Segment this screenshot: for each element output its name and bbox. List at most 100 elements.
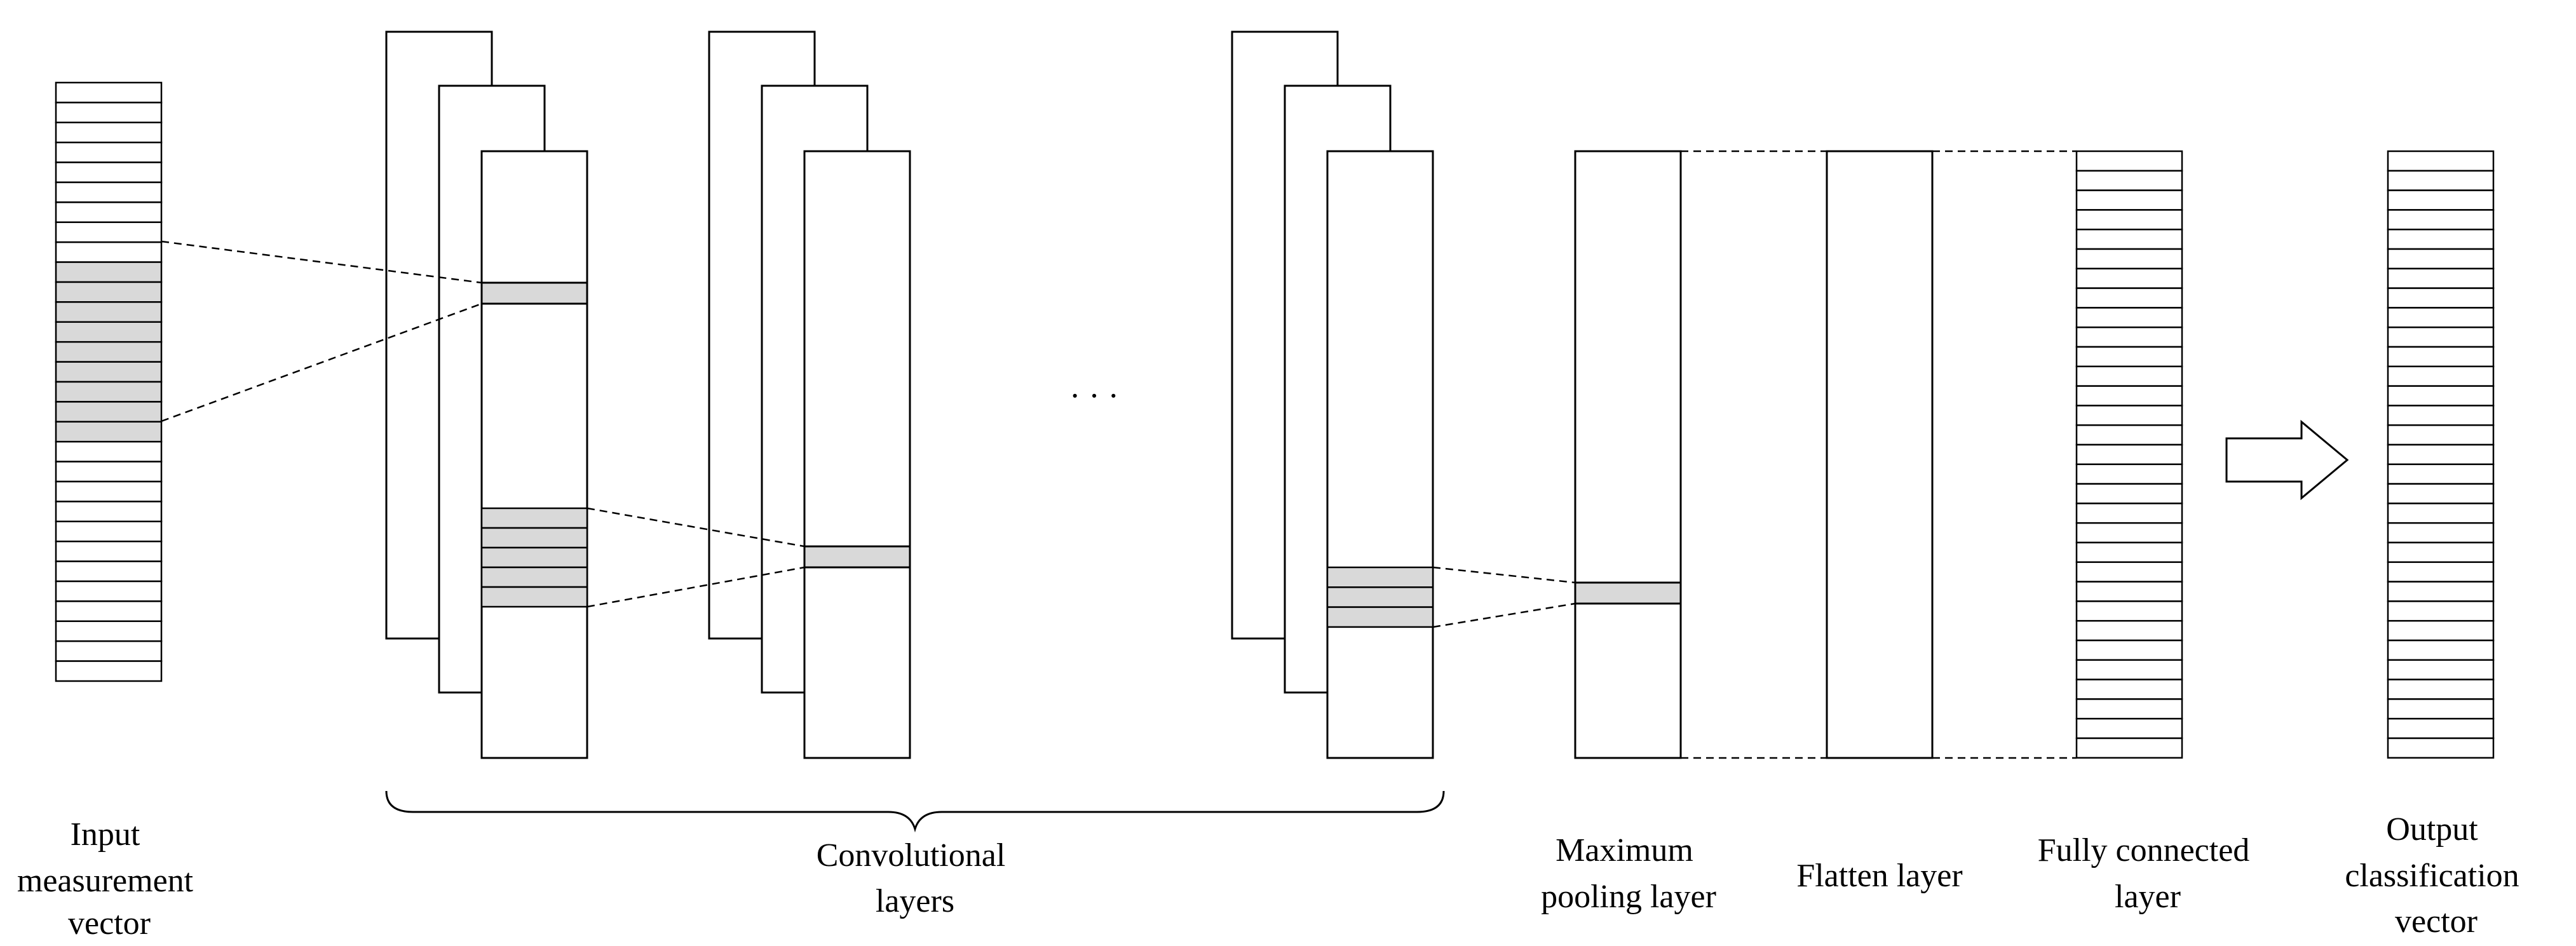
- output-vector-cell: [2387, 483, 2495, 504]
- input-vector-cell: [55, 660, 163, 682]
- fc-layer-cell: [2075, 248, 2183, 270]
- input-vector-cell: [55, 560, 163, 583]
- output-vector-cell: [2387, 522, 2495, 544]
- input-measurement-vector: [55, 81, 163, 682]
- conv1-front-map: [480, 150, 588, 759]
- input-vector-cell: [55, 501, 163, 523]
- conv3-front-map: [1326, 150, 1434, 759]
- conv-layers-brace: [385, 790, 1445, 833]
- conv-stack-3: [1231, 30, 1434, 759]
- input-vector-cell: [55, 620, 163, 642]
- output-label-line3: vector: [2395, 903, 2478, 940]
- output-arrow-icon: [2225, 419, 2349, 501]
- output-label-line2: classification: [2345, 858, 2519, 894]
- output-vector-cell: [2387, 228, 2495, 250]
- conv1-kernel-cell: [480, 507, 588, 529]
- fc-layer-cell: [2075, 189, 2183, 211]
- input-vector-cell: [55, 440, 163, 463]
- input-vector-cell: [55, 221, 163, 243]
- input-vector-cell: [55, 141, 163, 163]
- output-vector-cell: [2387, 365, 2495, 387]
- output-vector-cell: [2387, 307, 2495, 328]
- conv3-to-pool-top: [1432, 566, 1576, 584]
- output-vector-cell: [2387, 639, 2495, 661]
- input-vector-cell: [55, 102, 163, 124]
- fc-layer-cell: [2075, 698, 2183, 720]
- fc-layer-cell: [2075, 619, 2183, 642]
- input-vector-cell: [55, 640, 163, 662]
- conv1-kernel-cell: [480, 546, 588, 569]
- conv-stack-2: [708, 30, 911, 759]
- fc-layer-cell: [2075, 365, 2183, 387]
- pooling-label: Maximum pooling layer: [1541, 832, 1716, 915]
- input-vector-cell: [55, 341, 163, 363]
- conv2-output-cell: [803, 545, 911, 569]
- output-vector-cell: [2387, 717, 2495, 740]
- input-vector-cell: [55, 580, 163, 602]
- conv1-to-conv2-top: [586, 507, 805, 548]
- input-vector-cell: [55, 461, 163, 483]
- max-pooling-layer: [1574, 150, 1682, 759]
- output-vector-cell: [2387, 619, 2495, 642]
- layer-dashed-connectors: [1681, 150, 2077, 759]
- fc-layer-cell: [2075, 424, 2183, 446]
- output-vector-cell: [2387, 424, 2495, 446]
- fc-layer-cell: [2075, 443, 2183, 466]
- conv1-output-cell: [480, 281, 588, 305]
- fc-layer-cell: [2075, 600, 2183, 622]
- fc-layer-cell: [2075, 287, 2183, 309]
- conv1-kernel-cell: [480, 586, 588, 608]
- pooling-map: [1574, 150, 1682, 759]
- input-label-line3: vector: [68, 905, 151, 942]
- fc-label-line2: layer: [2115, 879, 2181, 915]
- input-vector-cell: [55, 480, 163, 503]
- output-vector-cell: [2387, 541, 2495, 564]
- output-vector-cell: [2387, 150, 2495, 172]
- input-label-line2: measurement: [17, 863, 194, 899]
- input-vector-cell: [55, 540, 163, 562]
- output-vector-cell: [2387, 600, 2495, 622]
- fc-layer-cell: [2075, 561, 2183, 583]
- input-to-conv1-top: [161, 240, 482, 284]
- fc-layer-cell: [2075, 209, 2183, 231]
- pooling-label-line1: Maximum: [1556, 832, 1693, 868]
- fc-layer-cell: [2075, 717, 2183, 740]
- input-vector-cell: [55, 281, 163, 303]
- input-vector-cell: [55, 121, 163, 144]
- fc-layer-cell: [2075, 150, 2183, 172]
- conv1-kernel-cell: [480, 527, 588, 549]
- input-vector-cell: [55, 321, 163, 343]
- fc-layer-cell: [2075, 228, 2183, 250]
- fc-layer-cell: [2075, 483, 2183, 504]
- input-vector-cell: [55, 520, 163, 543]
- conv3-kernel-cell: [1326, 606, 1434, 628]
- conv1-kernel-cell: [480, 566, 588, 588]
- fc-layer-cell: [2075, 541, 2183, 564]
- fully-connected-layer: [2075, 150, 2183, 759]
- conv-label-line1: Convolutional: [817, 837, 1006, 874]
- output-vector-cell: [2387, 561, 2495, 583]
- output-vector-cell: [2387, 679, 2495, 700]
- flatten-label: Flatten layer: [1796, 858, 1962, 894]
- fc-layer-cell: [2075, 737, 2183, 759]
- fc-label: Fully connected layer: [2038, 832, 2258, 915]
- fc-layer-cell: [2075, 267, 2183, 289]
- conv-stack-1: [385, 30, 588, 759]
- conv-label-line2: layers: [876, 883, 954, 919]
- output-vector-cell: [2387, 267, 2495, 289]
- input-vector-cell: [55, 301, 163, 323]
- fc-layer-cell: [2075, 307, 2183, 328]
- conv2-front-map: [803, 150, 911, 759]
- fc-layer-cell: [2075, 659, 2183, 680]
- pooling-label-line2: pooling layer: [1541, 879, 1716, 915]
- input-vector-cell: [55, 361, 163, 383]
- input-vector-cell: [55, 401, 163, 423]
- output-vector-cell: [2387, 698, 2495, 720]
- output-vector-cell: [2387, 189, 2495, 211]
- fc-label-line1: Fully connected: [2038, 832, 2250, 868]
- output-vector-cell: [2387, 346, 2495, 368]
- output-label: Output classification vector: [2345, 811, 2527, 940]
- fc-layer-cell: [2075, 346, 2183, 368]
- output-vector-cell: [2387, 385, 2495, 407]
